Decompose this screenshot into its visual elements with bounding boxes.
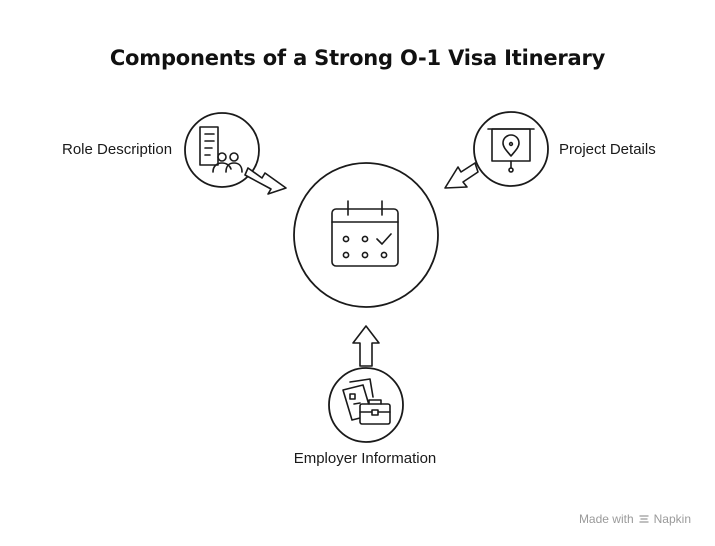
project-details-label: Project Details <box>559 141 656 158</box>
napkin-logo-icon <box>638 515 649 523</box>
arrow-role-to-center <box>244 167 287 195</box>
watermark: Made with Napkin <box>579 512 691 526</box>
role-description-label: Role Description <box>62 141 173 158</box>
document-people-icon <box>199 126 243 173</box>
briefcase-documents-icon <box>342 378 391 425</box>
employer-node <box>328 367 404 443</box>
project-node <box>473 111 549 187</box>
center-node <box>293 162 439 308</box>
employer-information-label: Employer Information <box>293 450 437 467</box>
arrow-project-to-center <box>444 162 479 189</box>
role-node <box>184 112 260 188</box>
arrow-employer-to-center <box>352 325 380 367</box>
watermark-prefix: Made with <box>578 512 634 526</box>
presentation-board-icon <box>487 128 535 173</box>
diagram-title: Components of a Strong O-1 Visa Itinerar… <box>109 46 606 70</box>
calendar-icon <box>331 200 399 267</box>
watermark-brand: Napkin <box>653 512 691 526</box>
